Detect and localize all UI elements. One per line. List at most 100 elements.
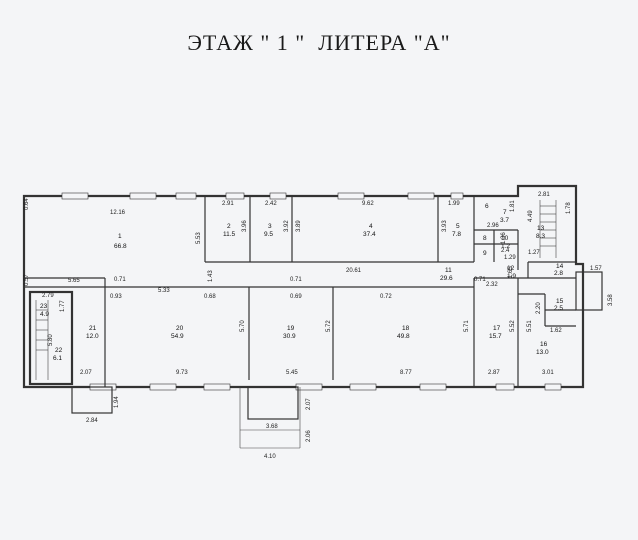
room-number: 18 xyxy=(402,325,410,332)
dimension: 2.91 xyxy=(222,201,234,207)
room-number: 3 xyxy=(268,223,272,230)
room-area: 37.4 xyxy=(363,231,376,238)
dimension: 2.20 xyxy=(536,302,542,314)
room-area: 3.7 xyxy=(500,217,509,224)
room-number: 11 xyxy=(445,267,452,274)
dimension: 5.53 xyxy=(196,232,202,244)
room-area: 6.1 xyxy=(53,355,62,362)
dimension: 1.29 xyxy=(504,255,516,261)
dimension: 1.99 xyxy=(448,201,460,207)
room-area: 1.2 xyxy=(501,243,510,250)
room-area: 7.8 xyxy=(452,231,461,238)
dimension: 0.68 xyxy=(204,294,216,300)
room-number: 16 xyxy=(540,341,548,348)
room-number: 23 xyxy=(40,303,48,310)
dimension: 5.72 xyxy=(326,320,332,332)
dimension: 4.10 xyxy=(264,454,276,460)
dimension: 5.71 xyxy=(464,320,470,332)
dimension: 5.51 xyxy=(527,320,533,332)
room-number: 17 xyxy=(493,325,501,332)
dimension: 4.49 xyxy=(528,210,534,222)
room-number: 21 xyxy=(89,325,97,332)
room-number: 12 xyxy=(507,265,515,272)
porches xyxy=(71,271,603,449)
room-number: 19 xyxy=(287,325,295,332)
dimension: 0.72 xyxy=(380,294,392,300)
dimension: 1.65 xyxy=(508,266,514,278)
dimension: 3.01 xyxy=(542,370,554,376)
room-area: 2.5 xyxy=(554,305,563,312)
dimension: 9.62 xyxy=(362,201,374,207)
dimension: 5.52 xyxy=(510,320,516,332)
dimension: 0.69 xyxy=(290,294,302,300)
dimension: 5.33 xyxy=(158,288,170,294)
dimension: 0.71 xyxy=(474,277,486,283)
dimension: 2.42 xyxy=(265,201,277,207)
dimension: 1.43 xyxy=(208,270,214,282)
room-area: 13.0 xyxy=(536,349,549,356)
room-number: 6 xyxy=(485,203,489,210)
dimension: 3.68 xyxy=(266,424,278,430)
dimension: 2.32 xyxy=(486,282,498,288)
room-number: 7 xyxy=(503,209,507,216)
dimension: 12.16 xyxy=(110,210,126,216)
room-number: 5 xyxy=(456,223,460,230)
dimension: 5.80 xyxy=(48,334,54,346)
interior-walls xyxy=(24,196,576,387)
room-area: 9.5 xyxy=(264,231,273,238)
dimension: 1.78 xyxy=(566,202,572,214)
dimension: 1.27 xyxy=(528,250,540,256)
room-area: 29.6 xyxy=(440,275,453,282)
dimension: 1.77 xyxy=(60,300,66,312)
room-number: 10 xyxy=(501,235,509,242)
dimension: 3.92 xyxy=(284,220,290,232)
room-number: 22 xyxy=(55,347,63,354)
room-area: 1.9 xyxy=(507,273,516,280)
room-number: 2 xyxy=(227,223,231,230)
dimension: 3.89 xyxy=(296,220,302,232)
dimension: 3.93 xyxy=(442,220,448,232)
dimension: 3.58 xyxy=(608,294,614,306)
room-number: 20 xyxy=(176,325,184,332)
room-number: 14 xyxy=(556,263,564,270)
dimension: 1.36 xyxy=(501,232,507,244)
dimension: 2.87 xyxy=(488,370,500,376)
dimension: 1.62 xyxy=(550,328,562,334)
room-area: 2.8 xyxy=(554,270,563,277)
dimension-labels: 0.64 12.16 2.91 2.42 9.62 1.99 2.81 1.78… xyxy=(24,192,614,460)
dimension: 20.61 xyxy=(346,268,362,274)
room-number: 4 xyxy=(369,223,373,230)
room-number: 1 xyxy=(118,233,122,240)
dimension: 2.07 xyxy=(80,370,92,376)
dimension: 0.93 xyxy=(110,294,122,300)
room-area: 12.0 xyxy=(86,333,99,340)
room-area: 4.9 xyxy=(40,311,49,318)
dimension: 2.06 xyxy=(306,430,312,442)
dimension: 0.71 xyxy=(290,277,302,283)
dimension: 2.84 xyxy=(86,418,98,424)
dimension: 9.73 xyxy=(176,370,188,376)
dimension: 2.96 xyxy=(487,223,499,229)
floor-plan-title: ЭТАЖ " 1 " ЛИТЕРА "А" xyxy=(187,30,451,55)
dimension: 2.81 xyxy=(538,192,550,198)
dimension: 2.07 xyxy=(306,398,312,410)
dimension: 3.96 xyxy=(242,220,248,232)
dimension: 1.57 xyxy=(590,266,602,272)
room-number: 13 xyxy=(537,225,545,232)
dimension: 5.70 xyxy=(240,320,246,332)
dimension: 2.4 xyxy=(501,248,510,254)
dimension: 2.79 xyxy=(42,293,54,299)
dimension: 0.71 xyxy=(114,277,126,283)
room-area: 49.8 xyxy=(397,333,410,340)
dimension: 8.77 xyxy=(400,370,412,376)
room-area: 11.5 xyxy=(223,231,236,238)
room-area: 8.3 xyxy=(536,233,545,240)
room-area: 15.7 xyxy=(489,333,502,340)
room-area: 66.8 xyxy=(114,243,127,250)
dimension: 1.81 xyxy=(510,200,516,212)
dimension: 0.64 xyxy=(24,198,30,210)
dimension: 0.57 xyxy=(24,274,30,286)
stair-hatching xyxy=(35,200,557,380)
dimension: 1.94 xyxy=(114,396,120,408)
